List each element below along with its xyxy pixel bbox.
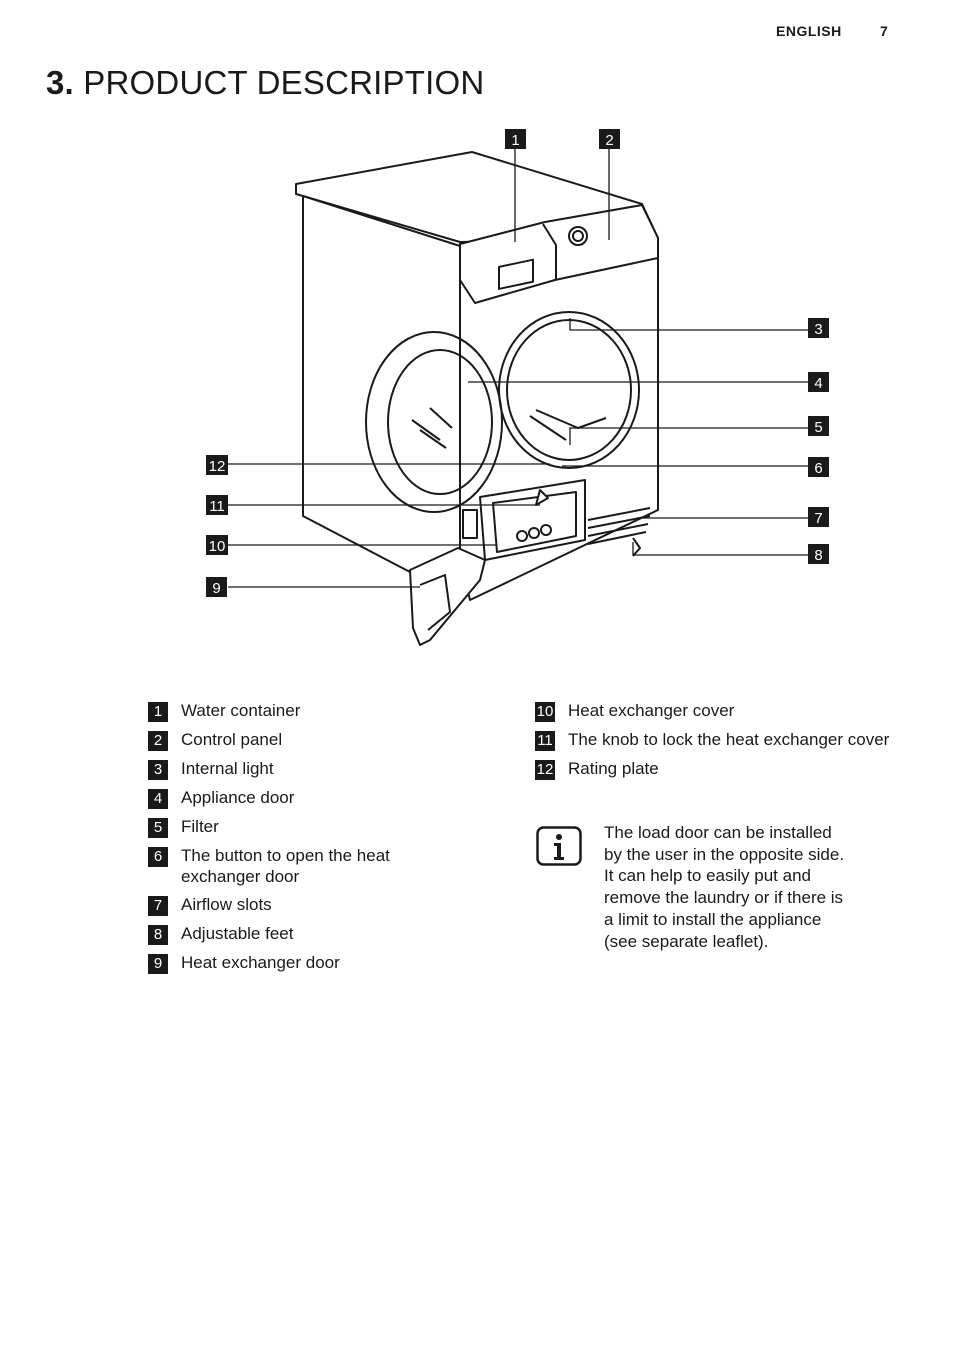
svg-text:4: 4 [814, 375, 822, 392]
legend-text: Adjustable feet [181, 924, 294, 943]
info-note: The load door can be installed by the us… [536, 822, 854, 952]
dryer-illustration [295, 151, 659, 646]
legend-number: 12 [535, 760, 555, 780]
legend-item: 11 The knob to lock the heat exchanger co… [535, 729, 895, 751]
legend-number: 7 [148, 896, 168, 916]
callout-4: 4 [808, 372, 829, 392]
legend-number: 5 [148, 818, 168, 838]
legend-item: 9 Heat exchanger door [148, 952, 508, 974]
svg-text:7: 7 [814, 510, 822, 527]
svg-text:12: 12 [209, 458, 226, 475]
legend-text: The knob to lock the heat exchanger cove… [568, 730, 890, 749]
callout-2: 2 [599, 129, 620, 149]
legend-text: Internal light [181, 759, 274, 778]
legend-item: 4 Appliance door [148, 787, 508, 809]
legend-text: The button to open the heat exchanger do… [181, 846, 390, 886]
callout-8: 8 [808, 544, 829, 564]
legend-text: Rating plate [568, 759, 659, 778]
svg-text:9: 9 [212, 580, 220, 597]
legend-number: 1 [148, 702, 168, 722]
legend-item: 6 The button to open the heat exchanger d… [148, 845, 508, 887]
legend-right: 10 Heat exchanger cover 11 The knob to loc… [535, 700, 895, 787]
legend-text: Heat exchanger cover [568, 701, 735, 720]
callout-6: 6 [808, 457, 829, 477]
legend-number: 2 [148, 731, 168, 751]
legend-item: 10 Heat exchanger cover [535, 700, 895, 722]
legend-number: 9 [148, 954, 168, 974]
callout-12: 12 [206, 455, 228, 475]
info-text: The load door can be installed by the us… [604, 823, 845, 951]
legend-number: 6 [148, 847, 168, 867]
svg-text:11: 11 [209, 498, 225, 515]
svg-text:5: 5 [814, 419, 822, 436]
callout-leaders [228, 149, 808, 588]
legend-number: 3 [148, 760, 168, 780]
legend-text: Heat exchanger door [181, 953, 340, 972]
legend-item: 7 Airflow slots [148, 894, 508, 916]
legend-number: 8 [148, 925, 168, 945]
svg-text:1: 1 [511, 132, 519, 149]
callout-5: 5 [808, 416, 829, 436]
legend-text: Filter [181, 817, 219, 836]
section-title: 3. PRODUCT DESCRIPTION [46, 64, 484, 102]
callout-10: 10 [206, 535, 228, 555]
svg-text:2: 2 [605, 132, 613, 149]
dryer-diagram: 1 2 3 4 5 6 7 8 9 10 11 12 [206, 129, 829, 646]
section-number: 3. [46, 64, 74, 101]
legend-text: Airflow slots [181, 895, 272, 914]
header-language: ENGLISH [776, 23, 842, 39]
svg-text:6: 6 [814, 460, 822, 477]
callout-11: 11 [206, 495, 228, 515]
legend-number: 11 [535, 731, 555, 751]
info-icon [536, 826, 582, 866]
svg-text:3: 3 [814, 321, 822, 338]
legend-left: 1 Water container 2 Control panel 3 Interna… [148, 700, 508, 981]
legend-item: 12 Rating plate [535, 758, 895, 780]
legend-number: 10 [535, 702, 555, 722]
legend-item: 8 Adjustable feet [148, 923, 508, 945]
legend-text: Appliance door [181, 788, 295, 807]
page-number: 7 [880, 23, 888, 39]
section-title-text: PRODUCT DESCRIPTION [83, 64, 485, 101]
svg-text:8: 8 [814, 547, 822, 564]
callout-9: 9 [206, 577, 227, 597]
svg-text:10: 10 [209, 538, 226, 555]
callout-3: 3 [808, 318, 829, 338]
legend-item: 3 Internal light [148, 758, 508, 780]
legend-number: 4 [148, 789, 168, 809]
legend-text: Control panel [181, 730, 283, 749]
callout-1: 1 [505, 129, 526, 149]
callout-7: 7 [808, 507, 829, 527]
legend-item: 5 Filter [148, 816, 508, 838]
legend-item: 1 Water container [148, 700, 508, 722]
legend-text: Water container [181, 701, 301, 720]
legend-item: 2 Control panel [148, 729, 508, 751]
